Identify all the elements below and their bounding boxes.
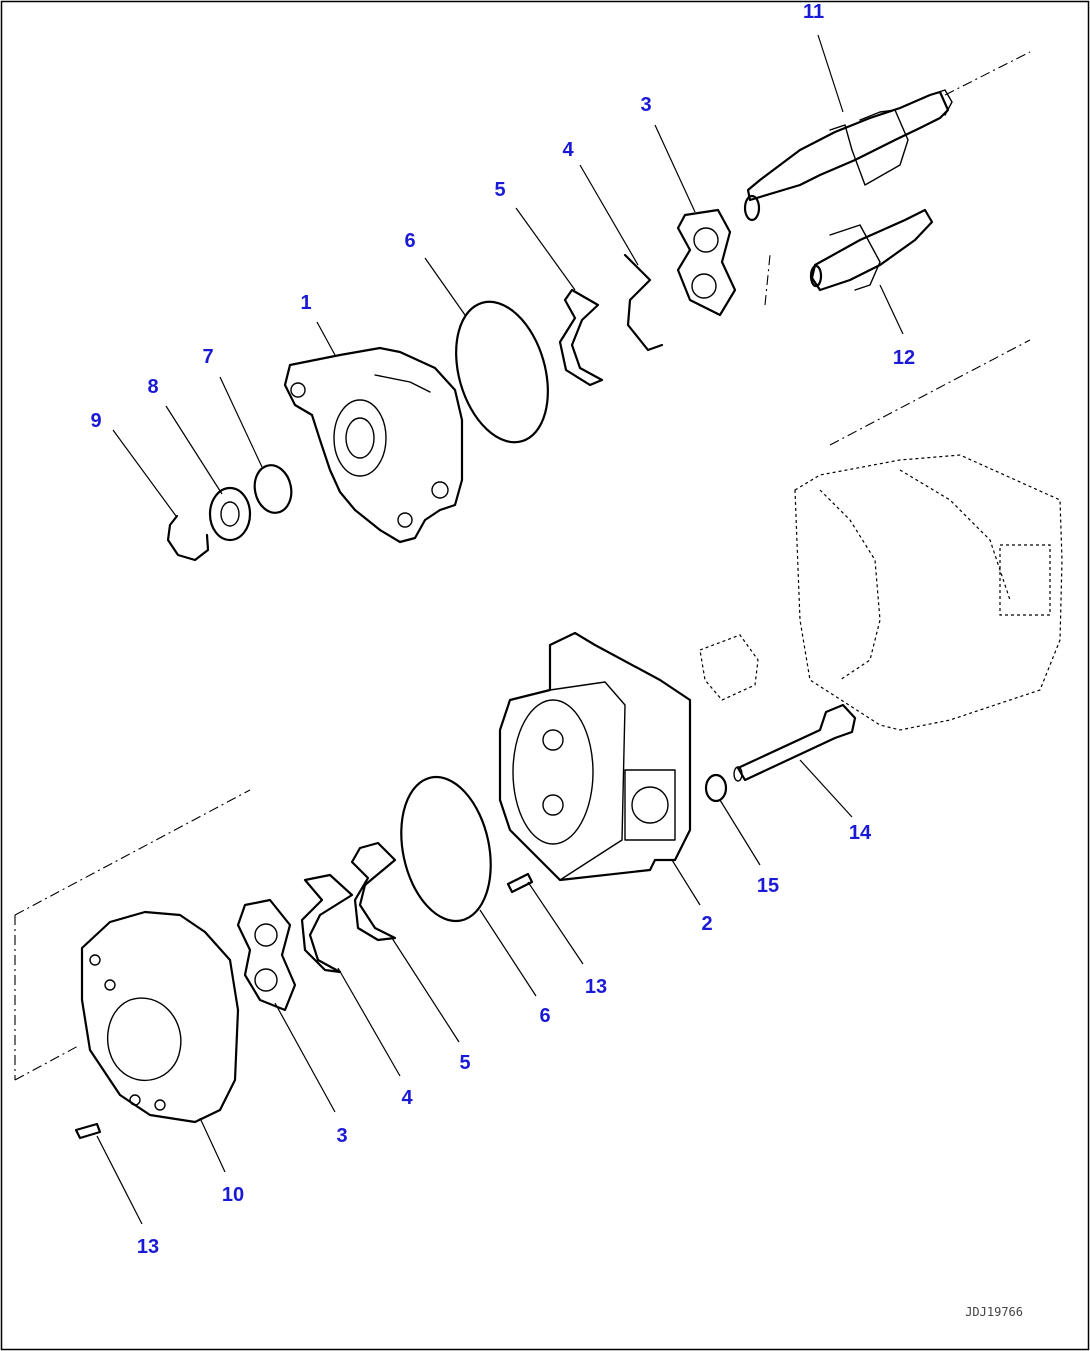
callout-12: 12 — [893, 347, 915, 369]
callout-14: 14 — [849, 822, 872, 844]
dowel-pin-bottom — [74, 1122, 102, 1140]
washer-7 — [253, 464, 293, 514]
callout-4-bottom: 4 — [401, 1087, 413, 1109]
o-ring-bottom — [400, 775, 492, 923]
ghost-pump-body — [794, 454, 1063, 731]
dowel-pin-mid — [506, 872, 534, 894]
callout-6-top: 6 — [404, 230, 415, 252]
callout-8: 8 — [147, 376, 158, 398]
callout-9: 9 — [90, 410, 101, 432]
callout-1: 1 — [300, 292, 311, 314]
callout-11: 11 — [803, 1, 824, 23]
callout-13-bottom: 13 — [137, 1236, 159, 1258]
leader-lines — [96, 34, 904, 1225]
callout-3-bottom: 3 — [336, 1125, 347, 1147]
front-cover-housing — [283, 346, 464, 544]
drawing-reference: JDJ19766 — [965, 1305, 1023, 1319]
callout-10: 10 — [222, 1184, 244, 1206]
callout-7: 7 — [202, 346, 213, 368]
driven-gear-shaft — [809, 208, 934, 292]
callout-2: 2 — [701, 913, 712, 935]
snap-ring — [166, 514, 210, 562]
seal-bottom — [300, 873, 354, 974]
callout-5-bottom: 5 — [459, 1052, 470, 1074]
callouts: 11 3 4 5 6 1 7 8 9 12 14 15 2 13 6 5 4 3… — [90, 1, 915, 1258]
callout-6-bottom: 6 — [539, 1005, 550, 1027]
callout-5-top: 5 — [494, 179, 505, 201]
callout-3-top: 3 — [640, 94, 651, 116]
callout-13-mid: 13 — [585, 976, 607, 998]
ghost-coupling — [699, 634, 759, 701]
drive-shaft-gear — [743, 89, 953, 222]
backup-ring-bottom — [350, 841, 397, 942]
callout-15: 15 — [757, 875, 779, 897]
axis-lines — [14, 51, 1031, 1081]
seal-top — [623, 253, 664, 352]
gear-case-housing — [498, 631, 692, 882]
washer-15 — [704, 773, 728, 803]
callout-4-top: 4 — [562, 139, 574, 161]
gear-body — [80, 910, 240, 1124]
backup-ring-top — [558, 288, 604, 387]
bushing-plate-top — [676, 208, 737, 317]
o-ring-top — [455, 300, 549, 444]
through-bolt — [733, 703, 857, 782]
bushing-plate-bottom — [236, 898, 297, 1012]
oil-seal — [208, 486, 252, 542]
